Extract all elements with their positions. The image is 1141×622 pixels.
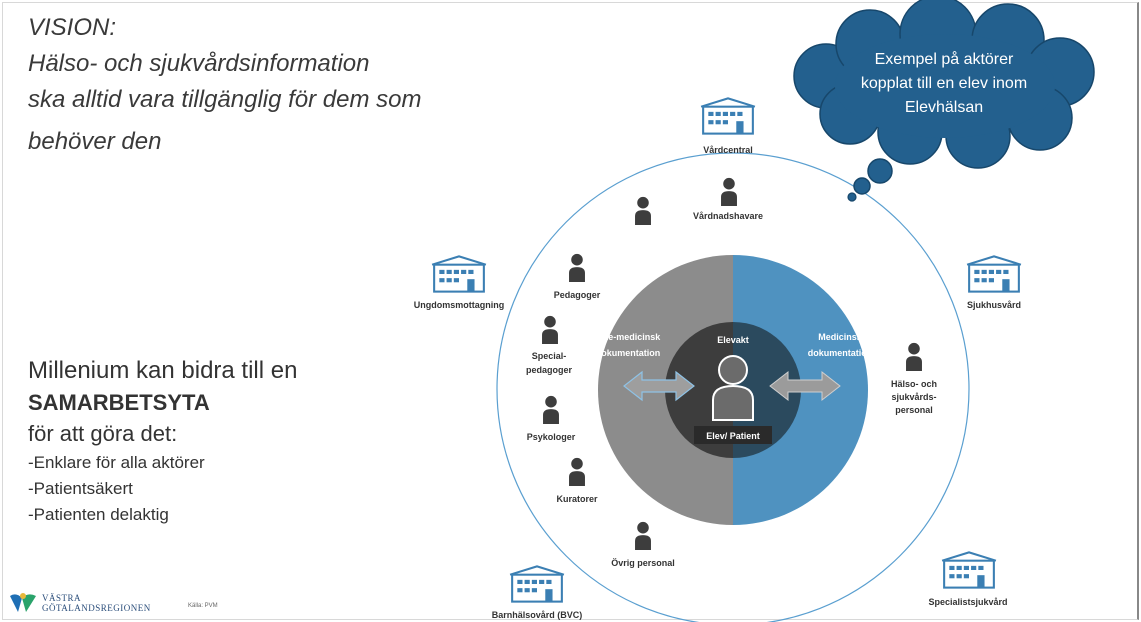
hospital-icon <box>966 255 1022 293</box>
teacher-label: Pedagoger <box>554 290 601 300</box>
millenium-line-1: Millenium kan bidra till en <box>28 357 298 384</box>
logo-line-2: GÖTALANDSREGIONEN <box>42 603 151 613</box>
right-arrow <box>769 370 841 402</box>
outer-circle <box>496 152 970 622</box>
vision-line-3: ska alltid vara tillgänglig för dem som <box>28 86 422 113</box>
vision-line-4: behöver den <box>28 128 162 155</box>
guardian-icon <box>719 176 739 208</box>
millenium-bullet-3: -Patienten delaktig <box>28 505 169 524</box>
counselor-label: Kuratorer <box>556 494 598 504</box>
health-center-icon <box>700 97 756 135</box>
cloud-line-1: Exempel på aktörer <box>875 50 1014 68</box>
thought-cloud <box>793 0 1095 202</box>
millenium-bullet-2: -Patientsäkert <box>28 479 133 498</box>
youth-clinic-label: Ungdomsmottagning <box>414 300 505 310</box>
millenium-line-2: SAMARBETSYTA <box>28 390 210 415</box>
non-medical-label-1: Icke-medicinsk <box>596 332 662 342</box>
specialist-care-icon <box>941 551 997 589</box>
millenium-text: Millenium kan bidra till en SAMARBETSYTA… <box>28 354 297 528</box>
counselor-icon <box>567 456 587 488</box>
guardian-label: Vårdnadshavare <box>693 211 763 221</box>
other-staff-label: Övrig personal <box>611 558 675 568</box>
teacher-icon <box>567 252 587 284</box>
medical-label-2: dokumentation <box>808 348 873 358</box>
patient-label-box <box>694 426 772 444</box>
psychologist-icon <box>541 394 561 426</box>
specialist-care-label: Specialistsjukvård <box>928 597 1007 607</box>
health-staff-icon <box>904 341 924 373</box>
vgr-logo-mark <box>10 593 36 612</box>
vision-line-2: Hälso- och sjukvårdsinformation <box>28 50 370 77</box>
child-health-icon <box>509 565 565 603</box>
inner-circle-right <box>733 322 801 458</box>
left-arrow <box>623 370 695 402</box>
other-staff-icon <box>633 520 653 552</box>
vgr-logo: VÄSTRA GÖTALANDSREGIONEN <box>8 590 151 616</box>
non-medical-label-2: dokumentation <box>596 348 661 358</box>
health-center-label: Vårdcentral <box>703 145 753 155</box>
medical-label-1: Medicinsk <box>818 332 863 342</box>
health-staff-label-3: personal <box>895 405 933 415</box>
elevakt-label: Elevakt <box>717 335 749 345</box>
hospital-label: Sjukhusvård <box>967 300 1021 310</box>
patient-label: Elev/ Patient <box>706 431 760 441</box>
guardian-extra-icon <box>633 195 653 227</box>
millenium-bullet-1: -Enklare för alla aktörer <box>28 453 205 472</box>
vision-title: VISION: <box>28 14 117 41</box>
inner-circle-left <box>665 322 733 458</box>
vision-text: VISION: Hälso- och sjukvårdsinformation … <box>28 10 422 160</box>
student-patient-icon <box>712 355 754 421</box>
millenium-line-3: för att göra det: <box>28 421 178 446</box>
source-note: Källa: PVM <box>188 603 218 609</box>
special-teacher-icon <box>540 314 560 346</box>
child-health-label: Barnhälsovård (BVC) <box>492 610 583 620</box>
cloud-line-2: kopplat till en elev inom <box>861 75 1027 92</box>
special-teacher-label-1: Special- <box>532 351 567 361</box>
special-teacher-label-2: pedagoger <box>526 365 573 375</box>
health-staff-label-1: Hälso- och <box>891 379 937 389</box>
cloud-line-3: Elevhälsan <box>905 99 983 116</box>
youth-clinic-icon <box>431 255 487 293</box>
psychologist-label: Psykologer <box>527 432 576 442</box>
health-staff-label-2: sjukvårds- <box>891 392 936 402</box>
logo-line-1: VÄSTRA <box>42 593 82 603</box>
